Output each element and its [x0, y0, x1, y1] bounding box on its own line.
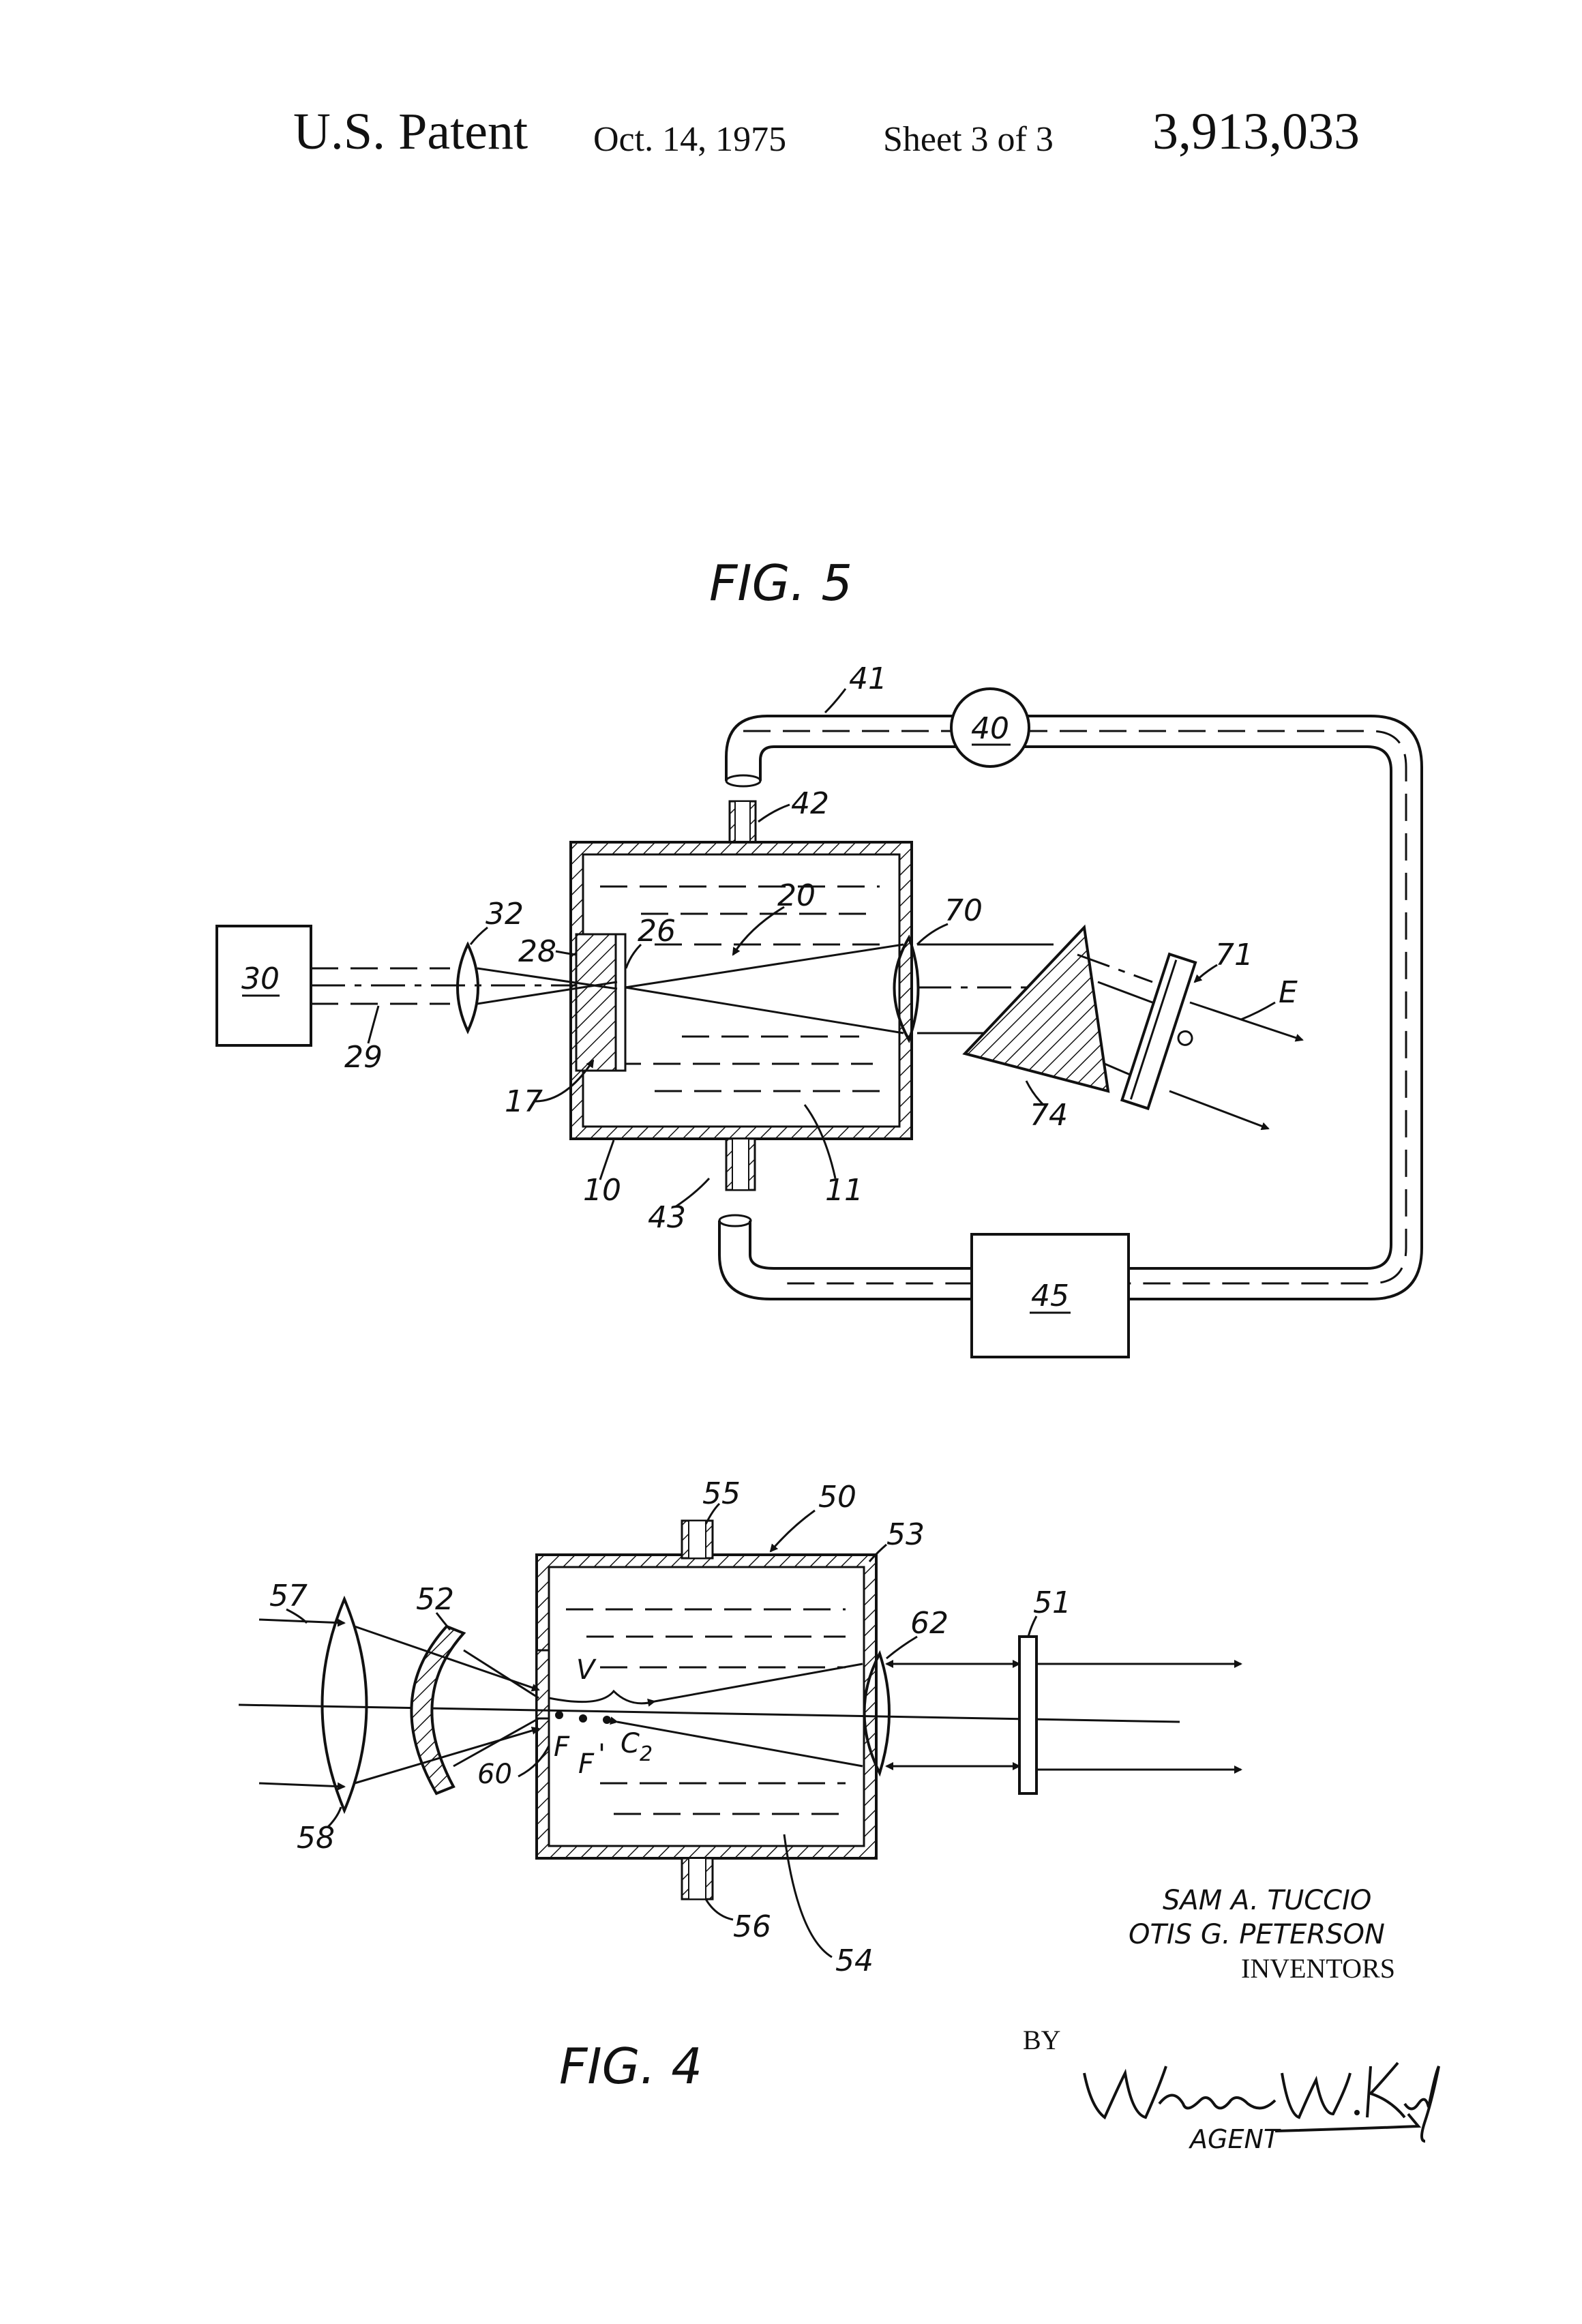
label-41: 41: [849, 661, 887, 696]
label-V: V: [576, 1654, 597, 1686]
label-62: 62: [910, 1606, 949, 1641]
fig4-dye-cell-53: [537, 1555, 876, 1858]
label-10: 10: [583, 1173, 621, 1208]
label-52: 52: [416, 1582, 454, 1617]
fig5-outlet-43: 43: [648, 1139, 755, 1235]
svg-text:40: 40: [971, 711, 1009, 746]
fig4-output-mirror-51: [1019, 1637, 1036, 1793]
svg-text:43: 43: [648, 1200, 686, 1235]
label-53: 53: [886, 1517, 925, 1552]
svg-text:42: 42: [791, 786, 829, 821]
label-71: 71: [1215, 938, 1253, 972]
label-70: 70: [944, 893, 983, 928]
inventor-1: SAM A. TUCCIO: [1163, 1885, 1371, 1916]
label-56: 56: [733, 1909, 771, 1944]
label-54: 54: [835, 1943, 874, 1978]
fig5-inlet-42: 42: [730, 786, 829, 842]
inventors-caption: INVENTORS: [1241, 1953, 1395, 1984]
label-60: 60: [477, 1759, 512, 1790]
label-51: 51: [1033, 1585, 1071, 1620]
fig5-reservoir-45: 45: [972, 1234, 1129, 1357]
inventors-block: SAM A. TUCCIO OTIS G. PETERSON INVENTORS: [1129, 1885, 1395, 1984]
fig5-source-30: 30: [217, 926, 311, 1045]
signature-block: BY AGENT: [1023, 2025, 1439, 2154]
fig4-lens-57: [323, 1599, 367, 1811]
fig5-lens-32: [458, 944, 478, 1031]
fig4-inlet-55: [682, 1521, 713, 1558]
label-32: 32: [486, 897, 524, 932]
label-29: 29: [344, 1040, 383, 1075]
label-55: 55: [702, 1476, 741, 1511]
fig5-tuning-element-71: [1122, 954, 1214, 1115]
fig4-mirror-52: [411, 1626, 464, 1793]
fig4-drawing: 55 56 50 53 54 57 58 52: [239, 1476, 1241, 2095]
label-F: F: [554, 1731, 570, 1763]
fig5-title: FIG. 5: [709, 554, 852, 612]
label-E: E: [1279, 975, 1298, 1010]
fig5-pump-40: 40: [951, 689, 1029, 766]
inventor-2: OTIS G. PETERSON: [1129, 1919, 1385, 1950]
agent-label: AGENT: [1188, 2124, 1281, 2154]
fig5-dye-element-28: [576, 934, 625, 1071]
fig5-drawing: FIG. 5 40 41 42: [217, 554, 1422, 1357]
label-28: 28: [518, 934, 556, 969]
label-57: 57: [269, 1579, 308, 1613]
fig4-outlet-56: [682, 1858, 713, 1899]
label-11: 11: [825, 1173, 863, 1208]
by-label: BY: [1023, 2025, 1061, 2055]
fig5-prism-74: [965, 927, 1108, 1091]
svg-text:45: 45: [1031, 1279, 1069, 1313]
label-74: 74: [1030, 1098, 1068, 1133]
svg-text:30: 30: [241, 962, 280, 996]
fig4-title: FIG. 4: [559, 2038, 702, 2095]
label-50: 50: [818, 1480, 856, 1515]
label-26: 26: [638, 914, 676, 949]
